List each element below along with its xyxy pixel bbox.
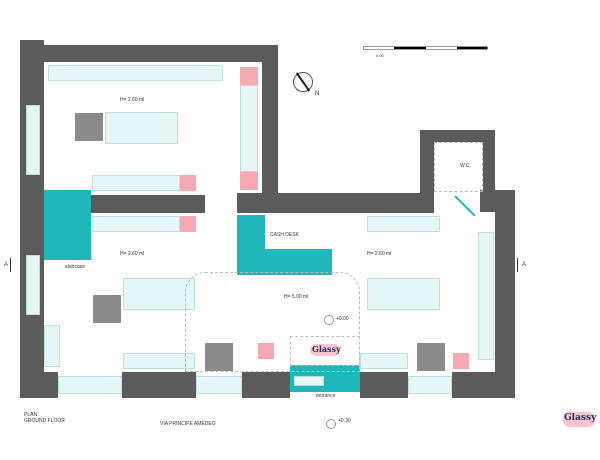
display-top-wall: [48, 65, 223, 81]
entrance-window: [294, 376, 324, 386]
wall-left: [20, 40, 44, 398]
level-marker-inside-icon: [324, 315, 334, 325]
wall-bottom-2: [122, 372, 196, 398]
window-bottom-1: [58, 376, 122, 394]
window-left-1: [26, 105, 40, 175]
display-mid-left: [92, 216, 180, 232]
cash-desk-inner: [265, 215, 332, 249]
display-bottom-right: [360, 353, 408, 369]
window-left-2: [26, 255, 40, 315]
window-bottom-3: [408, 376, 452, 394]
wall-wc-right: [483, 130, 495, 200]
level-inside: +0.00: [336, 316, 349, 322]
wall-top-room-right: [262, 45, 278, 213]
glassy-logo-corner: Glassy: [563, 412, 596, 427]
wall-right-ledge: [480, 190, 515, 212]
central-area-outline: [185, 272, 360, 372]
scale-label: 0.00: [376, 53, 384, 58]
wall-right: [495, 190, 515, 398]
plan-subtitle: GROUND FLOOR: [24, 418, 65, 424]
height-room-3: H= 2.60 ml: [367, 251, 392, 257]
level-marker-street-icon: [326, 419, 336, 429]
display-right-center: [367, 278, 440, 310]
display-top-center: [105, 112, 178, 144]
wall-wc-top: [420, 130, 495, 142]
section-line-left: [10, 258, 11, 272]
wall-bottom-4: [360, 372, 408, 398]
pink-block-4: [180, 216, 196, 232]
level-street: +0.30: [338, 418, 351, 424]
cash-desk-label: CASH DESK: [270, 232, 299, 238]
entrance-label: entrance: [316, 393, 336, 399]
height-room-2: H= 2.60 ml: [120, 251, 145, 257]
window-bottom-2: [196, 376, 242, 394]
wc-room: [434, 142, 483, 192]
display-right-wall: [478, 232, 494, 360]
staircase: [44, 190, 91, 260]
seat-2: [93, 295, 121, 323]
pink-block-1: [240, 67, 258, 85]
pink-block-5: [258, 343, 274, 359]
height-room-1: H= 2.60 ml: [120, 97, 145, 103]
pink-block-2: [240, 172, 258, 190]
wall-middle-right: [237, 193, 422, 213]
section-line-right: [517, 258, 518, 272]
display-top-lower: [92, 175, 180, 191]
seat-3: [205, 343, 233, 371]
section-marker-right: A: [522, 262, 527, 268]
north-label: N: [315, 91, 320, 97]
wall-bottom-1: [44, 372, 58, 398]
display-left-wall: [44, 325, 60, 367]
wall-middle-left: [90, 195, 205, 213]
wall-bottom-3: [242, 372, 290, 398]
wc-label: W.C.: [460, 163, 471, 169]
wall-top: [44, 45, 278, 62]
display-right-top: [367, 216, 440, 232]
wall-bottom-5: [452, 372, 515, 398]
seat-1: [75, 113, 103, 141]
plan-title: PLAN: [24, 412, 38, 418]
section-marker-left: A: [4, 262, 9, 268]
pink-block-3: [180, 175, 196, 191]
logo-panel: [290, 336, 360, 366]
scale-bar: [363, 46, 488, 50]
glassy-logo-entrance: Glassy: [310, 344, 341, 356]
wc-door: [454, 195, 476, 217]
height-central: H= 5.00 ml: [284, 294, 309, 300]
staircase-label: staircase: [65, 264, 86, 270]
pink-block-6: [453, 353, 469, 369]
wall-wc-left: [420, 130, 434, 213]
north-arrow-icon: [293, 72, 313, 92]
seat-4: [417, 343, 445, 371]
display-center-left: [123, 278, 195, 310]
street-name: VIA PRINCIPE AMEDEO: [160, 421, 216, 427]
display-top-right: [240, 85, 258, 172]
